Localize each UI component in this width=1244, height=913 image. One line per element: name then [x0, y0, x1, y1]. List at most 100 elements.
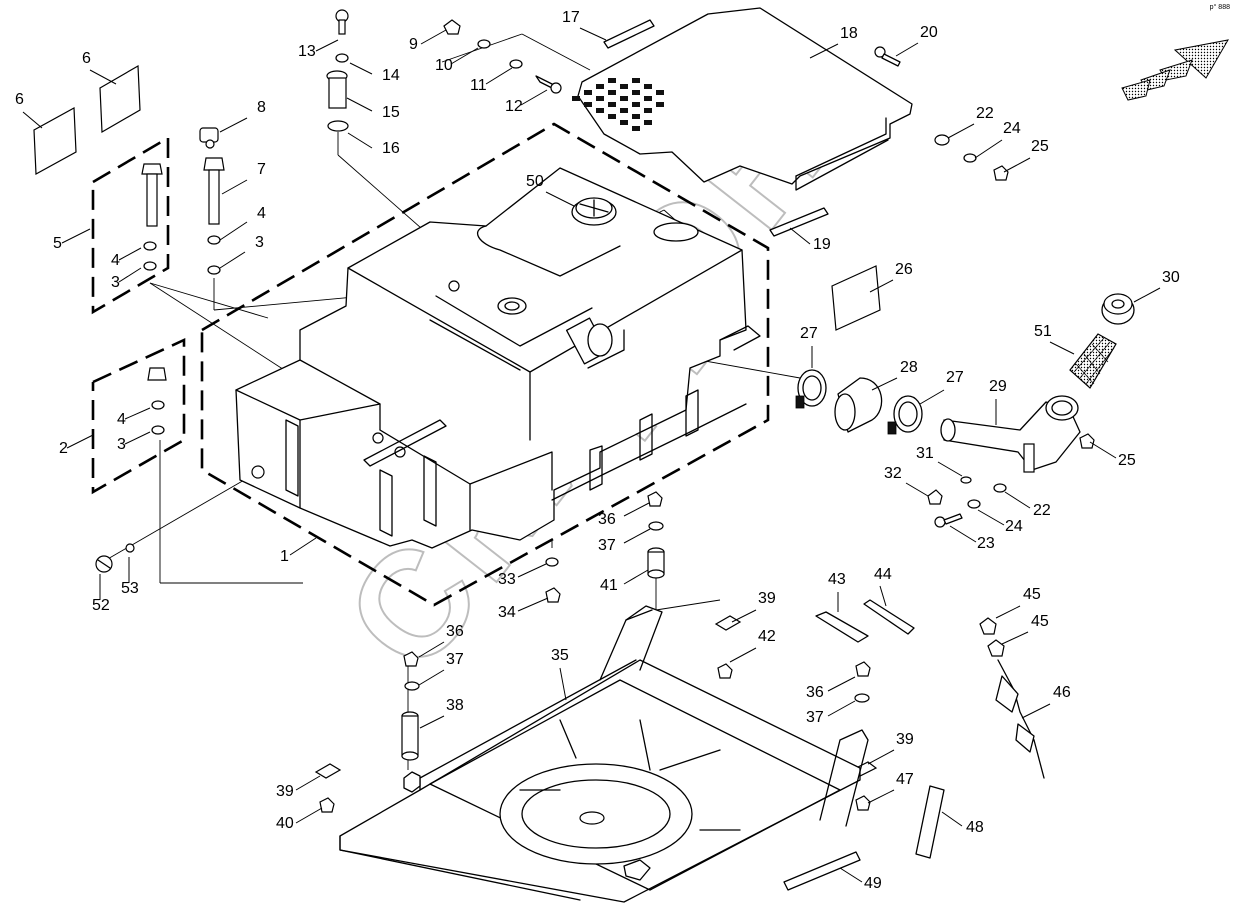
callout-leader-c4c [124, 407, 151, 420]
callout-leader-c28 [871, 377, 898, 391]
callout-c44: 44 [874, 566, 892, 583]
callout-leader-c17 [579, 27, 607, 41]
callout-c6a: 6 [15, 91, 24, 108]
callout-leader-c22b [1004, 491, 1031, 509]
callout-c39b: 39 [276, 783, 294, 800]
callout-c25b: 25 [1118, 452, 1136, 469]
callout-c49: 49 [864, 875, 882, 892]
direction-arrow-icon [1121, 39, 1229, 101]
callout-leader-c9 [420, 29, 447, 45]
fasteners-9-12 [443, 19, 562, 94]
callout-c11: 11 [470, 77, 487, 94]
callout-leader-c13 [315, 39, 339, 52]
callout-c3a: 3 [111, 274, 120, 291]
callout-c43: 43 [828, 571, 846, 588]
mount-hardware-left [401, 651, 420, 761]
callout-leader-c10 [450, 47, 479, 65]
callout-c40: 40 [276, 815, 294, 832]
callout-c28: 28 [900, 359, 918, 376]
callout-leader-c49 [839, 867, 863, 883]
callout-c36a: 36 [598, 511, 616, 528]
callout-c4b: 4 [257, 205, 266, 222]
callout-leader-c37b [418, 669, 445, 686]
callout-leader-c14 [349, 62, 373, 75]
callout-leader-c36a [623, 502, 650, 517]
callout-leader-c22a [947, 123, 975, 139]
callout-leader-c11 [485, 67, 513, 85]
callout-c36c: 36 [806, 684, 824, 701]
callout-leader-c45b [1001, 631, 1029, 645]
callout-leader-c24b [977, 509, 1005, 526]
callout-c3c: 3 [117, 436, 126, 453]
callout-c18: 18 [840, 25, 858, 42]
callout-c16: 16 [382, 140, 400, 157]
callout-c27b: 27 [946, 369, 964, 386]
callout-labels: 1233344456678910111213141516171819202222… [15, 9, 1180, 892]
fasteners-22-25-top [934, 134, 1009, 181]
callout-leader-c50 [545, 191, 575, 207]
callout-leader-c41 [623, 569, 649, 585]
callout-c51: 51 [1034, 323, 1052, 340]
callout-c10: 10 [435, 57, 453, 74]
callout-leader-c3c [124, 431, 151, 445]
callout-c45b: 45 [1031, 613, 1049, 630]
callout-c22a: 22 [976, 105, 994, 122]
callout-c50: 50 [526, 173, 544, 190]
strip-48 [915, 785, 945, 859]
filler-cap-30 [1101, 293, 1135, 325]
filler-pipe-29 [940, 395, 1081, 473]
callout-c17: 17 [562, 9, 580, 26]
drain-plug-52-53 [95, 543, 135, 573]
callout-leader-c35 [559, 667, 567, 701]
callout-leader-c38 [419, 715, 445, 729]
callout-leader-c31 [937, 461, 963, 477]
callout-leader-c5 [61, 228, 91, 244]
callout-c12: 12 [505, 98, 523, 115]
bolt-5 [141, 163, 163, 271]
callout-c24b: 24 [1005, 518, 1023, 535]
callout-c37b: 37 [446, 651, 464, 668]
callout-c3b: 3 [255, 234, 264, 251]
cable-tie-46 [979, 617, 1045, 779]
cover-plate-18 [572, 7, 913, 191]
callout-c30: 30 [1162, 269, 1180, 286]
callout-c6b: 6 [82, 50, 91, 67]
callout-c24a: 24 [1003, 120, 1021, 137]
callout-leader-c18 [809, 43, 839, 59]
callout-leader-c39c [867, 749, 895, 765]
callout-c34: 34 [498, 604, 516, 621]
callout-c7: 7 [257, 161, 266, 178]
strip-17 [603, 19, 655, 49]
callout-leader-c26 [869, 279, 894, 293]
callout-c25a: 25 [1031, 138, 1049, 155]
support-frame-35 [339, 605, 869, 903]
callout-leader-c2 [66, 434, 94, 449]
clamp-27-b [887, 395, 923, 435]
callout-leader-c23 [949, 525, 977, 543]
corner-code: p° 888 [1209, 4, 1230, 11]
callout-leader-c33 [517, 563, 547, 578]
callout-c48: 48 [966, 819, 984, 836]
decal-6 [33, 64, 141, 175]
callout-leader-c20 [895, 42, 919, 57]
fasteners-22-25-bottom [927, 433, 1095, 528]
callout-c36b: 36 [446, 623, 464, 640]
callout-leader-c27b [919, 389, 945, 405]
callout-leader-c42 [729, 647, 757, 663]
callout-leader-c36c [827, 676, 856, 692]
callout-leader-c34 [517, 597, 549, 612]
callout-c27a: 27 [800, 325, 818, 342]
callout-c35: 35 [551, 647, 569, 664]
fitting-8 [199, 127, 219, 149]
callout-leader-c3a [118, 267, 142, 283]
callout-c5: 5 [53, 235, 62, 252]
strip-19 [769, 207, 829, 237]
callout-leader-c6a [22, 111, 43, 129]
callout-leader-c15 [346, 97, 373, 112]
callout-c41: 41 [600, 577, 618, 594]
callout-c45a: 45 [1023, 586, 1041, 603]
callout-leader-c46 [1021, 703, 1051, 719]
strip-43 [815, 611, 869, 643]
